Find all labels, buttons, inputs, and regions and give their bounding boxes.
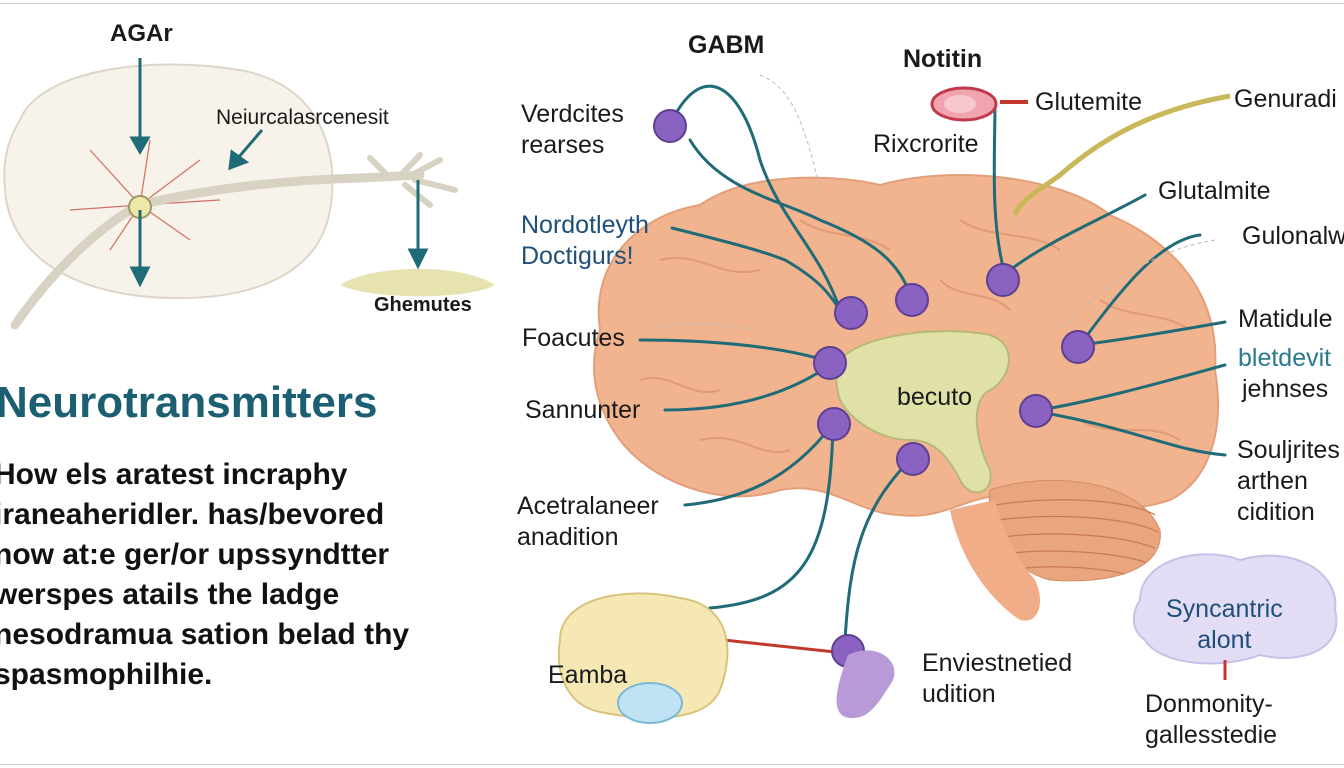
label-line: Enviestnetied — [922, 649, 1073, 677]
label-line: rearses — [521, 131, 605, 159]
enviestnetied-shape — [836, 650, 895, 719]
arrow-icons — [129, 58, 429, 288]
paragraph-line: iraneaheridler. has/bevored — [0, 498, 385, 531]
label-glutalmite: Glutalmite — [1158, 177, 1271, 205]
label-acetralaneer: Acetralaneer anadition — [517, 491, 659, 553]
node — [896, 442, 930, 476]
label-line: arthen — [1237, 467, 1308, 495]
page-title: Neurotransmitters — [0, 378, 378, 427]
receptor-nodes — [653, 109, 1095, 668]
eamba-blob — [557, 592, 729, 719]
label-line: alont — [1197, 626, 1252, 654]
node — [817, 407, 851, 441]
node — [1019, 394, 1053, 428]
node — [895, 283, 929, 317]
label-foacutes: Foacutes — [522, 324, 625, 352]
label-center: becuto — [897, 383, 973, 411]
node — [1061, 330, 1095, 364]
neuron-label: Neiurcalasrcenesit — [216, 106, 389, 129]
label-enviestnetied: Enviestnetied udition — [922, 648, 1072, 710]
label-gabm: GABM — [688, 31, 765, 59]
brainstem — [950, 500, 1040, 621]
node — [986, 263, 1020, 297]
label-eamba: Eamba — [548, 661, 628, 689]
axon-terminal — [367, 152, 458, 208]
label-jehnses: jehnses — [1242, 375, 1329, 403]
paragraph-line: werspes atails the ladge — [0, 578, 340, 611]
label-matidule: Matidule — [1238, 305, 1333, 333]
label-line: gallesstedie — [1145, 721, 1278, 749]
label-line: Souljrites — [1237, 436, 1340, 464]
eamba-bubble — [617, 682, 683, 724]
node — [813, 346, 847, 380]
dendrite-veins — [69, 139, 221, 251]
label-glutemite: Glutemite — [1035, 88, 1142, 116]
connector-lines — [638, 84, 1227, 642]
label-syncantric: Syncantric alont — [1166, 594, 1283, 656]
label-line: cidition — [1237, 498, 1315, 526]
terminal-label: Ghemutes — [374, 294, 472, 316]
label-nordotleyth: Nordotleyth Doctigurs! — [521, 210, 649, 272]
label-souljrites: Souljrites arthen cidition — [1237, 435, 1340, 528]
label-line: Acetralaneer — [517, 492, 659, 520]
paragraph-line: now at:e ger/or upssyndtter — [0, 538, 390, 571]
label-rixcrorite: Rixcrorite — [873, 130, 979, 158]
synapse-pool — [340, 268, 495, 297]
paragraph-line: spasmophilhie. — [0, 658, 213, 691]
node — [834, 296, 868, 330]
label-line: Nordotleyth — [521, 211, 649, 239]
limbic-region — [835, 330, 1010, 494]
brain-folds — [639, 219, 1191, 453]
label-line: udition — [922, 680, 996, 708]
description-paragraph: How els aratest incraphy iraneaheridler.… — [0, 455, 409, 695]
label-line: Donmonity- — [1145, 690, 1273, 718]
label-sannunter: Sannunter — [525, 396, 641, 424]
label-verdcites: Verdcites rearses — [521, 99, 624, 161]
syncantric-cloud — [1132, 553, 1338, 665]
label-bletdevit: bletdevit — [1238, 344, 1332, 372]
cerebellum-lines — [994, 499, 1159, 575]
label-genuradi: Genuradi — [1234, 85, 1337, 113]
dashed-guides — [649, 74, 1216, 331]
node — [653, 109, 687, 143]
agar-label: AGAr — [110, 20, 173, 47]
label-line: anadition — [517, 523, 619, 551]
label-notitin: Notitin — [903, 45, 983, 73]
label-line: Syncantric — [1166, 595, 1283, 623]
label-donmonity: Donmonity- gallesstedie — [1145, 689, 1277, 751]
yellow-nerve — [1012, 93, 1231, 217]
notitin-receptor-core — [944, 95, 976, 113]
label-line: Doctigurs! — [521, 242, 634, 270]
red-connector — [723, 638, 836, 654]
frame-border — [0, 3, 1344, 765]
label-gulonalw: Gulonalw — [1242, 222, 1344, 250]
label-line: Verdcites — [521, 100, 624, 128]
paragraph-line: How els aratest incraphy — [0, 458, 348, 491]
paragraph-line: nesodramua sation belad thy — [0, 618, 410, 651]
